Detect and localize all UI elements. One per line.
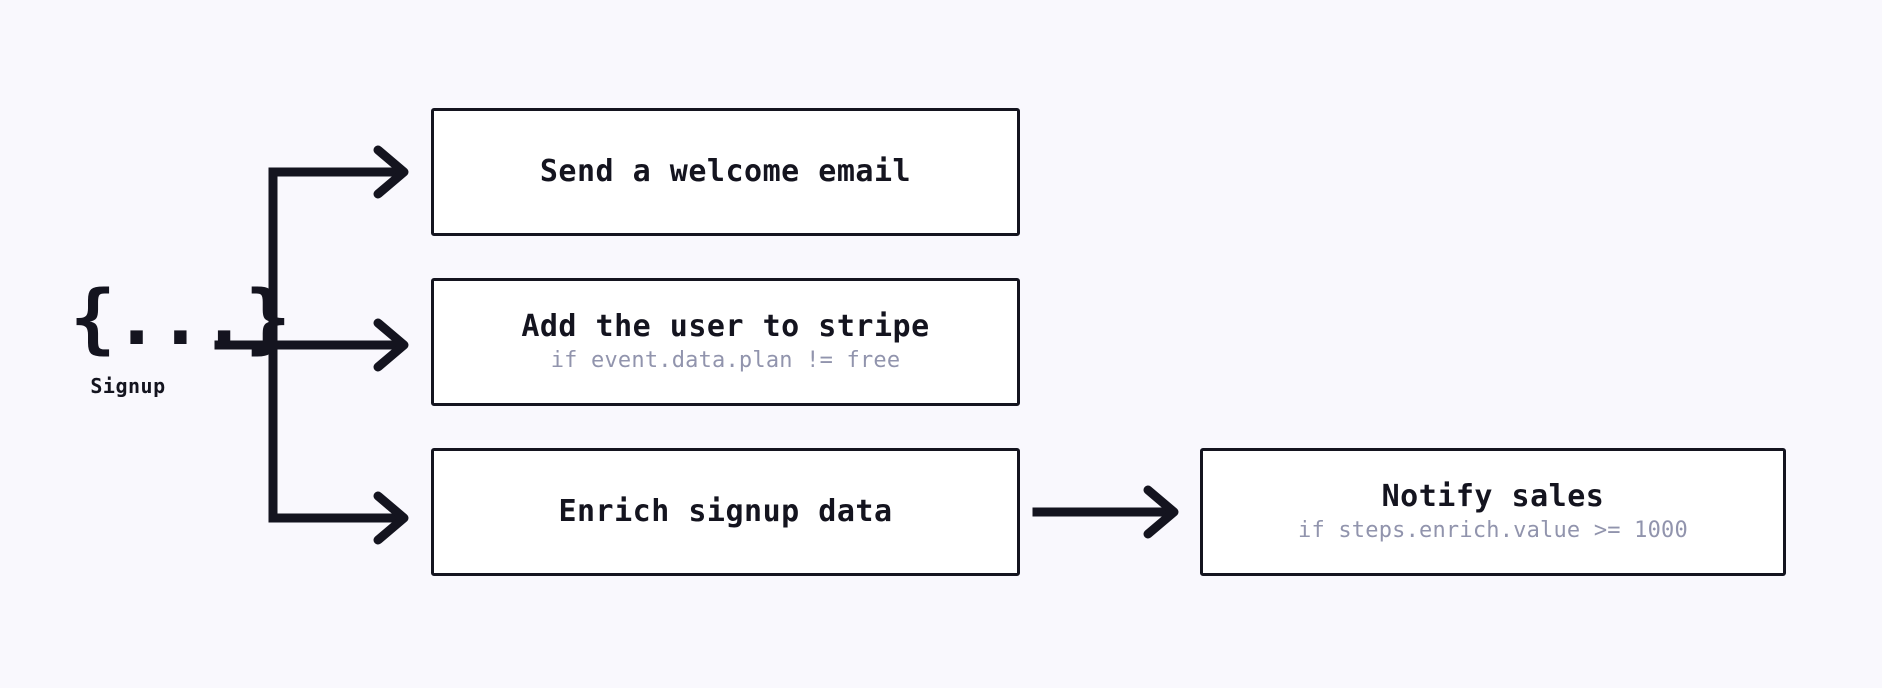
step-title: Add the user to stripe [521, 308, 930, 344]
trigger-node[interactable]: {...} Signup [70, 273, 291, 399]
trigger-label: Signup [90, 374, 166, 398]
step-title: Notify sales [1381, 478, 1605, 514]
arrowhead-stripe [373, 318, 409, 372]
step-title: Send a welcome email [539, 153, 912, 189]
step-box-stripe[interactable]: Add the user to stripe if event.data.pla… [431, 278, 1020, 406]
json-braces-icon: {...} [70, 273, 291, 362]
arrowhead-notify [1143, 485, 1179, 539]
step-condition: if steps.enrich.value >= 1000 [1298, 518, 1688, 544]
arrowhead-enrich [373, 491, 409, 545]
step-box-welcome[interactable]: Send a welcome email [431, 108, 1020, 236]
arrowhead-welcome [373, 145, 409, 199]
step-condition: if event.data.plan != free [550, 348, 901, 374]
step-box-notify[interactable]: Notify sales if steps.enrich.value >= 10… [1200, 448, 1786, 576]
step-box-enrich[interactable]: Enrich signup data [431, 448, 1020, 576]
step-title: Enrich signup data [558, 493, 893, 529]
